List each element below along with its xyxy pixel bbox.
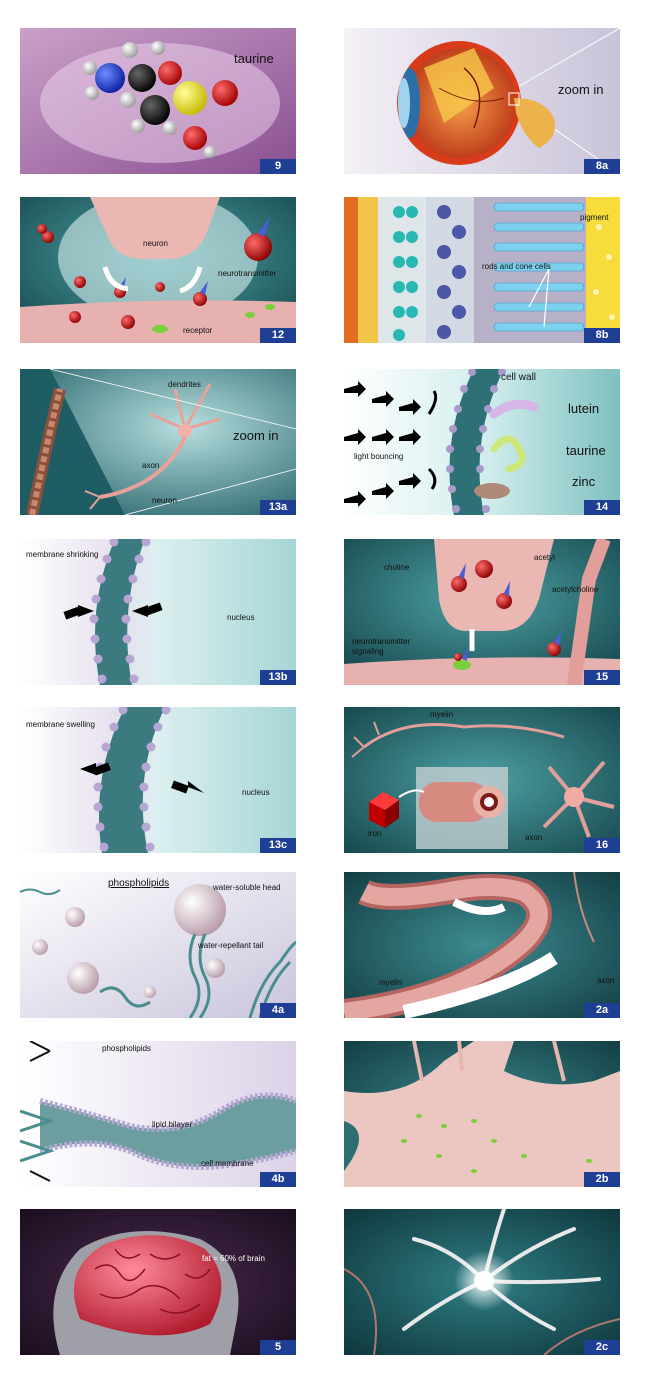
label-myelin: myelin: [430, 710, 454, 719]
myelin-iron-illustration: [344, 707, 620, 853]
label-zoom-in: zoom in: [233, 428, 279, 443]
panel-number-badge: 5: [260, 1340, 296, 1355]
label-membrane-shrinking: membrane shrinking: [26, 550, 99, 559]
label-choline: choline: [384, 563, 410, 572]
label-dendrites: dendrites: [168, 380, 201, 389]
label-neuron: neuron: [143, 239, 168, 248]
panel-cell-wall: cell wall lutein light bouncing taurine …: [344, 369, 620, 515]
phospholipid-molecules-illustration: [20, 872, 296, 1018]
panel-brain-fat: fat = 60% of brain 5: [20, 1209, 296, 1355]
label-axon: axon: [525, 833, 543, 842]
label-cell-membrane: cell membrane: [201, 1159, 254, 1168]
panel-number-badge: 2a: [584, 1003, 620, 1018]
label-phospholipids: phospholipids: [102, 1044, 151, 1053]
panel-rods-cones: pigment rods and cone cells 8b: [344, 197, 620, 343]
panel-number-badge: 13c: [260, 838, 296, 853]
label-zinc: zinc: [572, 474, 596, 489]
neuron-surface-illustration: [344, 1041, 620, 1187]
panel-number-badge: 8b: [584, 328, 620, 343]
label-axon: axon: [142, 461, 160, 470]
neuron-zoom-illustration: [20, 369, 296, 515]
panel-neuron-zoom: dendrites zoom in axon neuron 13a: [20, 369, 296, 515]
panel-membrane-shrinking: membrane shrinking nucleus 13b: [20, 539, 296, 685]
acetylcholine-synapse-illustration: [344, 539, 620, 685]
label-myelin: myelin: [379, 978, 403, 987]
membrane-swelling-illustration: [20, 707, 296, 853]
label-acetyl: acetyl: [534, 553, 555, 562]
panel-taurine-molecule: taurine 9: [20, 28, 296, 174]
panel-neuron-neurotransmitter: neuron neurotransmitter receptor 12: [20, 197, 296, 343]
label-axon: axon: [597, 976, 615, 985]
label-iron: iron: [368, 829, 382, 838]
label-taurine: taurine: [566, 443, 606, 458]
panel-phospholipids: phospholipids water-soluble head water-r…: [20, 872, 296, 1018]
label-neurotransmitter: neurotransmitter: [218, 269, 277, 278]
panel-myelin-iron: myelin iron axon 16: [344, 707, 620, 853]
label-membrane-swelling: membrane swelling: [26, 720, 95, 729]
cell-wall-illustration: [344, 369, 620, 515]
label-light-bouncing: light bouncing: [354, 452, 404, 461]
eye-cross-section-illustration: [344, 28, 620, 174]
label-lutein: lutein: [568, 401, 600, 416]
label-receptor: receptor: [183, 326, 213, 335]
panel-number-badge: 4a: [260, 1003, 296, 1018]
retina-layers-illustration: [344, 197, 620, 343]
panel-number-badge: 2c: [584, 1340, 620, 1355]
panel-number-badge: 13b: [260, 670, 296, 685]
synapse-illustration: [20, 197, 296, 343]
panel-membrane-swelling: membrane swelling nucleus 13c: [20, 707, 296, 853]
label-neurotransmitter: neurotransmitter: [352, 637, 411, 646]
panel-eye-zoom: zoom in 8a: [344, 28, 620, 174]
panel-lipid-bilayer: phospholipids lipid bilayer cell membran…: [20, 1041, 296, 1187]
label-pigment: pigment: [580, 213, 609, 222]
label-rods-and-cone-cells: rods and cone cells: [482, 262, 551, 271]
taurine-molecule-illustration: [20, 28, 296, 174]
lipid-bilayer-illustration: [20, 1041, 296, 1187]
label-neuron: neuron: [152, 496, 177, 505]
panel-number-badge: 16: [584, 838, 620, 853]
panel-number-badge: 15: [584, 670, 620, 685]
label-nucleus: nucleus: [242, 788, 270, 797]
panel-number-badge: 9: [260, 159, 296, 174]
panel-number-badge: 13a: [260, 500, 296, 515]
panel-myelin-axon: myelin axon 2a: [344, 872, 620, 1018]
panel-neuron-surface: 2b: [344, 1041, 620, 1187]
panel-number-badge: 8a: [584, 159, 620, 174]
panel-glowing-neuron: 2c: [344, 1209, 620, 1355]
label-fat-60-percent-of-brain: fat = 60% of brain: [202, 1254, 265, 1263]
label-lipid-bilayer: lipid bilayer: [152, 1120, 193, 1129]
label-zoom-in: zoom in: [558, 82, 604, 97]
panel-number-badge: 2b: [584, 1172, 620, 1187]
membrane-shrinking-illustration: [20, 539, 296, 685]
label-acetylcholine: acetylcholine: [552, 585, 599, 594]
brain-illustration: [20, 1209, 296, 1355]
label-signaling: signaling: [352, 647, 384, 656]
panel-number-badge: 4b: [260, 1172, 296, 1187]
panel-number-badge: 14: [584, 500, 620, 515]
label-water-repellant-tail: water-repellant tail: [198, 941, 264, 950]
glowing-neuron-illustration: [344, 1209, 620, 1355]
myelin-axon-illustration: [344, 872, 620, 1018]
label-water-soluble-head: water-soluble head: [213, 883, 281, 892]
label-nucleus: nucleus: [227, 613, 255, 622]
panel-number-badge: 12: [260, 328, 296, 343]
label-phospholipids: phospholipids: [108, 878, 170, 889]
label-taurine: taurine: [234, 51, 274, 66]
label-cell-wall: cell wall: [501, 372, 537, 383]
panel-acetylcholine: acetyl choline acetylcholine neurotransm…: [344, 539, 620, 685]
